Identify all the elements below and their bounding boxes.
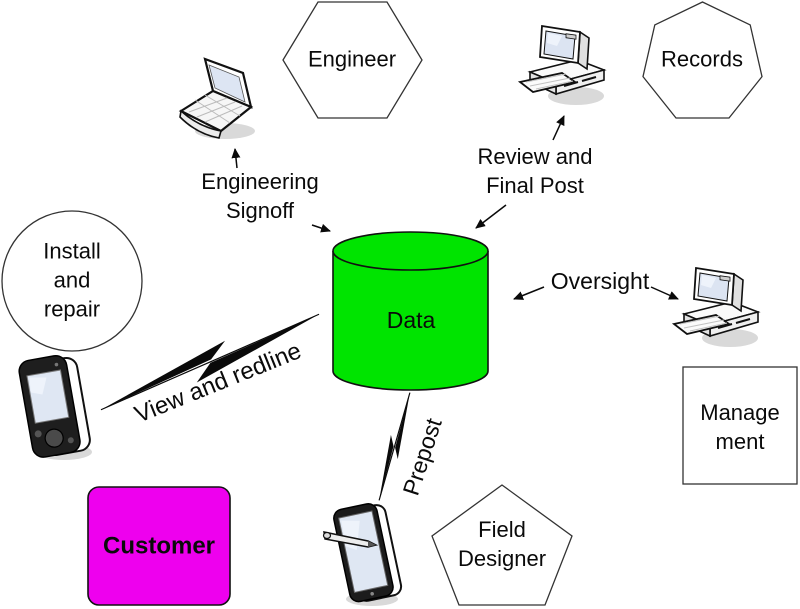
customer-box — [87, 486, 231, 606]
engineer-hexagon — [282, 1, 423, 119]
engineering-signoff-label: Engineering Signoff — [201, 169, 319, 223]
records-label: Records — [661, 46, 743, 72]
arrow-oversight-to-data — [513, 286, 545, 300]
tablet-stylus-icon — [322, 503, 403, 606]
arrow-review-to-computer — [552, 115, 565, 141]
oversight-label: Oversight — [550, 268, 650, 295]
prepost-bolt — [378, 392, 411, 501]
data-cylinder — [332, 231, 489, 391]
install-repair-circle — [1, 210, 143, 352]
desktop-computer-icon-management — [671, 266, 761, 347]
arrow-signoff-to-laptop — [231, 148, 241, 169]
desktop-computer-icon-review — [517, 24, 607, 105]
arrow-review-to-data — [475, 204, 507, 229]
data-label: Data — [386, 307, 436, 334]
management-box — [682, 366, 798, 485]
records-heptagon — [642, 1, 763, 119]
review-final-post-label: Review and Final Post — [477, 144, 593, 198]
stylus — [322, 531, 379, 548]
field-designer-label: Field Designer — [457, 517, 547, 571]
arrow-oversight-to-computer — [650, 286, 679, 300]
arrow-signoff-to-data — [311, 223, 331, 233]
engineer-label: Engineer — [307, 46, 397, 72]
install-repair-label: Install and repair — [43, 238, 101, 322]
field-designer-pentagon — [431, 484, 573, 606]
customer-label: Customer — [102, 532, 216, 560]
management-label: Manage ment — [700, 400, 780, 454]
laptop-icon — [178, 57, 255, 139]
pda-icon — [18, 355, 92, 460]
